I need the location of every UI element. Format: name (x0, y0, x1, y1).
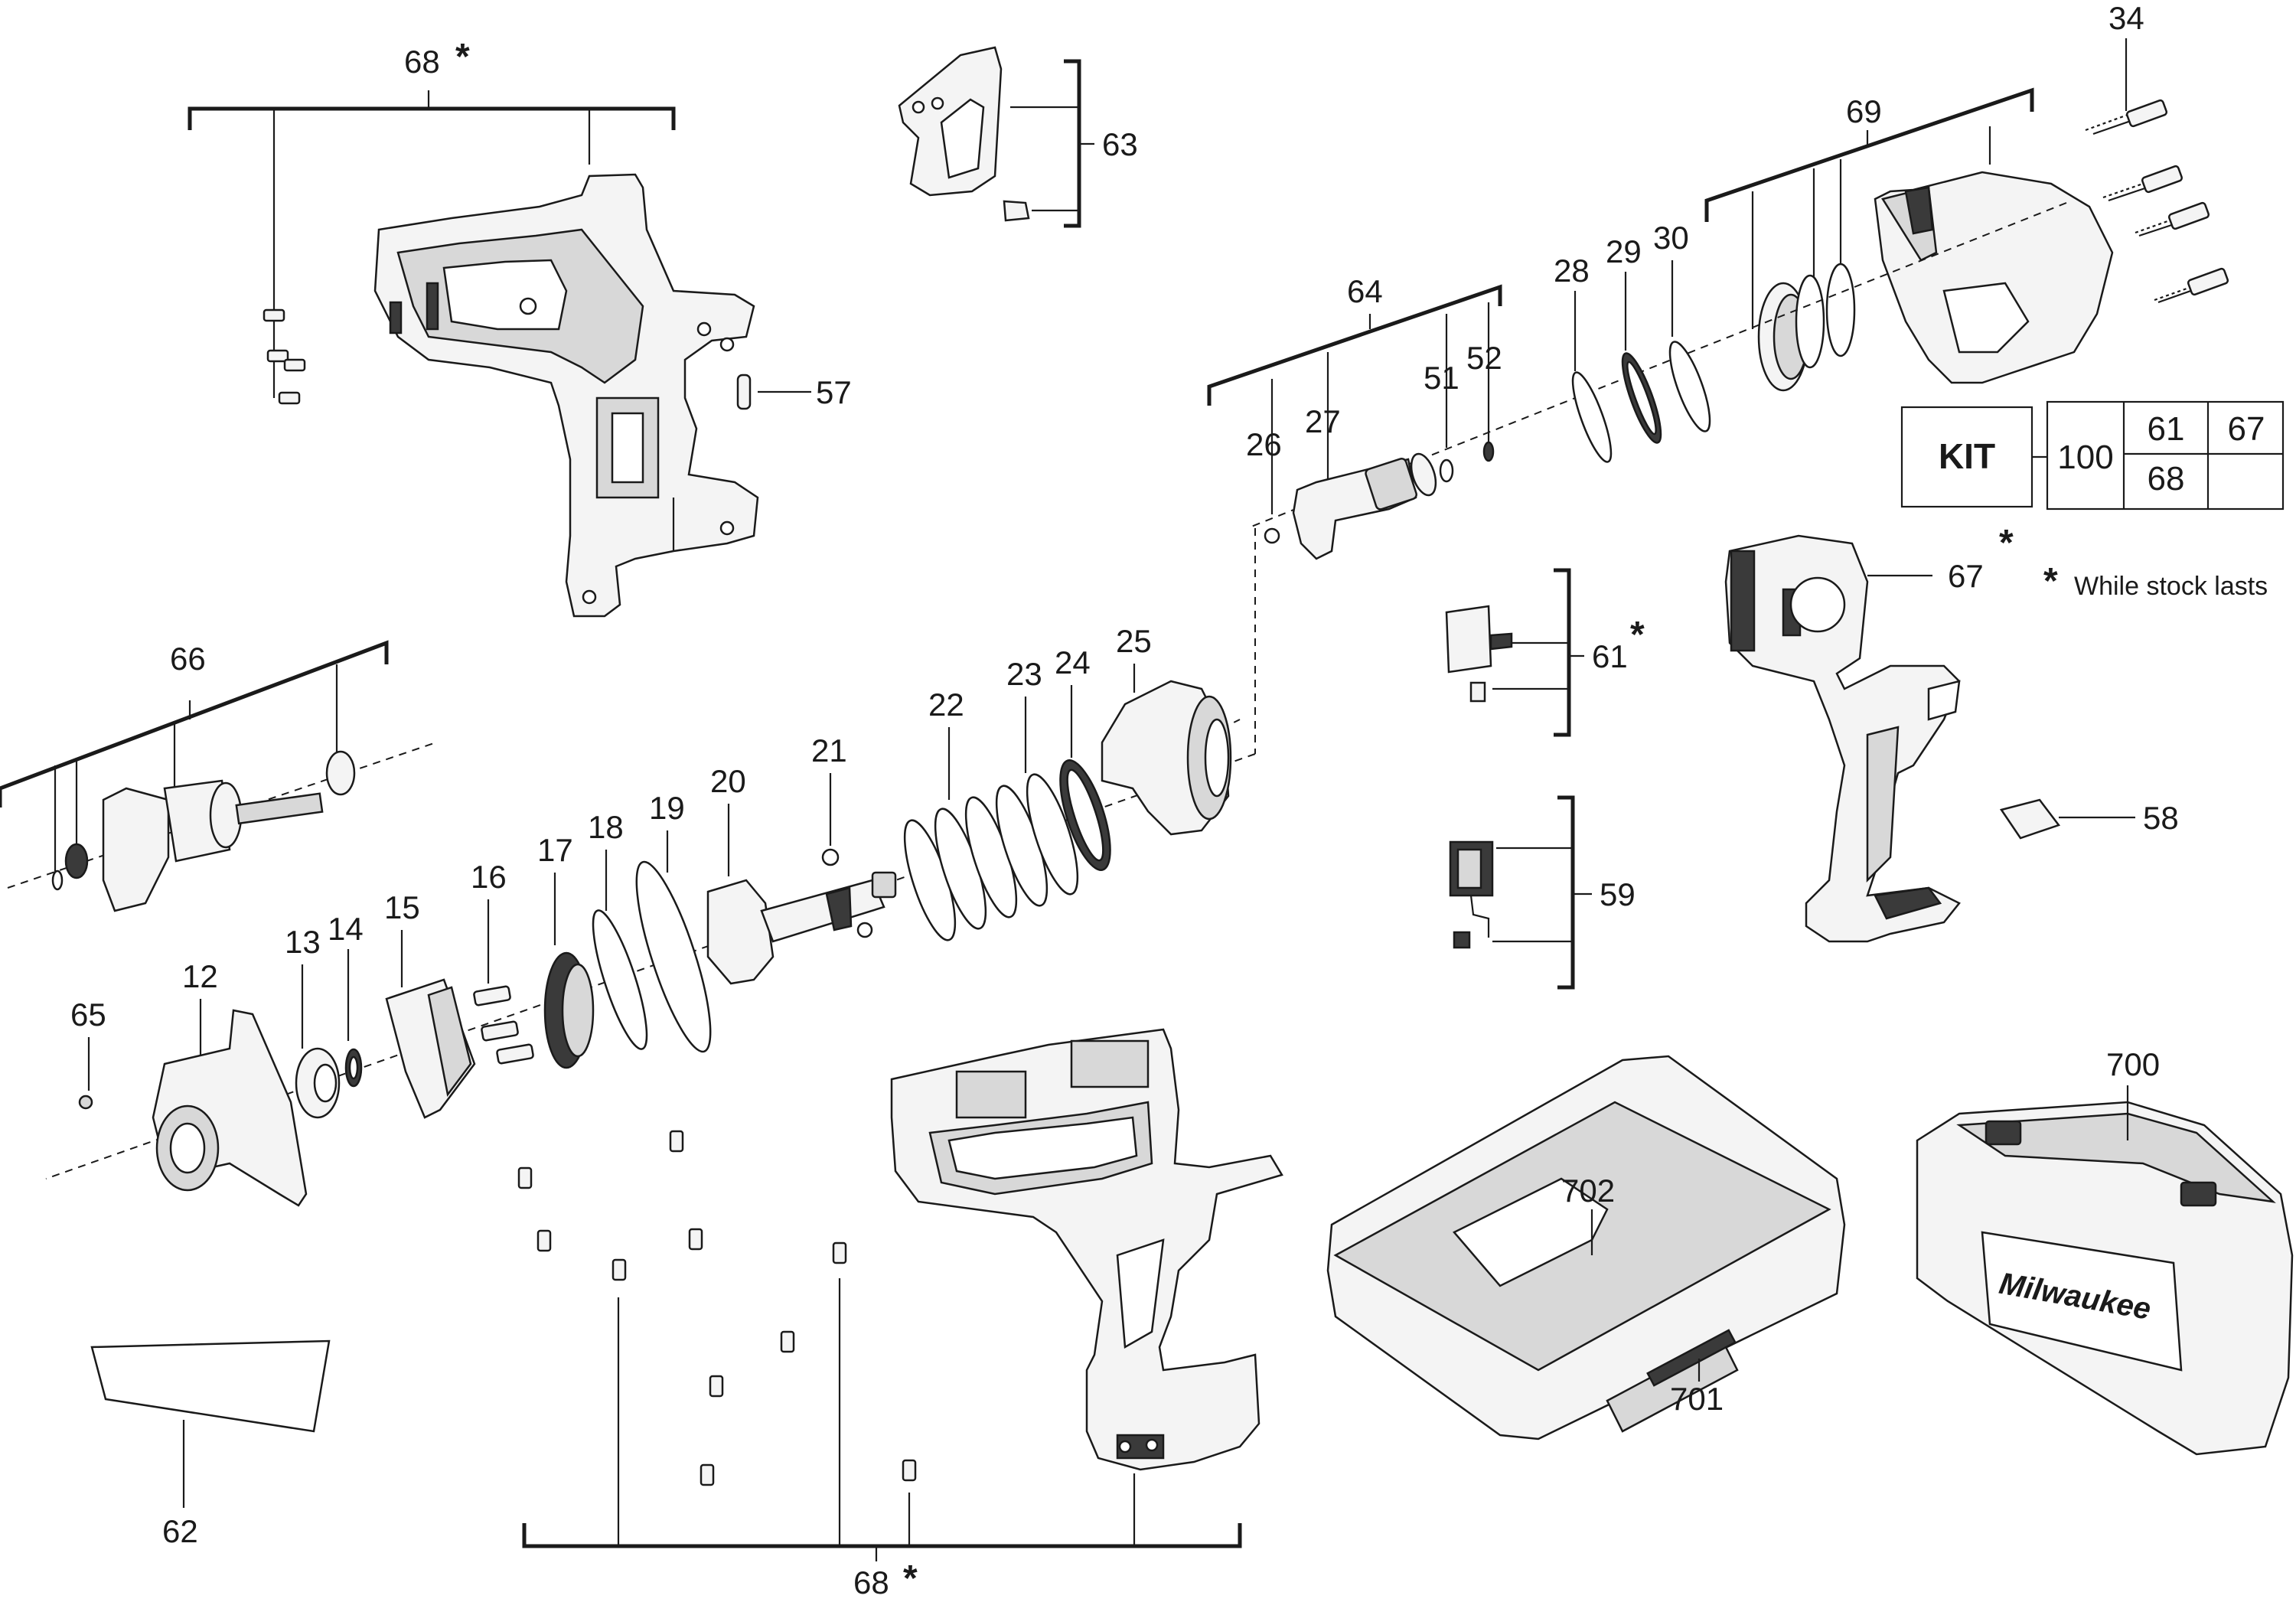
part-label-63: 63 (1102, 126, 1138, 162)
spindle-gear-17: 17 (537, 832, 595, 1069)
part-label-51: 51 (1424, 360, 1459, 396)
part-label-16: 16 (471, 859, 507, 895)
screws-68 (517, 1130, 917, 1486)
part-label-68-bottom: 68 (853, 1564, 889, 1600)
screw-65: 65 (70, 997, 106, 1110)
part-label-12: 12 (182, 958, 218, 994)
bracket-68-bottom: 68 * (522, 1278, 1242, 1600)
part-label-18: 18 (588, 809, 624, 845)
part-label-21: 21 (811, 732, 847, 768)
part-label-15: 15 (384, 889, 420, 925)
gear-case-12: 12 (152, 958, 308, 1207)
part-label-25: 25 (1116, 623, 1152, 659)
ring-gear-15: 15 (384, 889, 476, 1119)
part-label-22: 22 (928, 687, 964, 723)
carrying-case-701: 702 701 (1326, 1055, 1846, 1440)
planet-gears-16: 16 (471, 859, 534, 1065)
part-label-23: 23 (1006, 656, 1042, 692)
belt-clip-63: 63 (898, 46, 1138, 228)
part-label-702: 702 (1561, 1173, 1615, 1209)
switch-61: 61 * (1445, 568, 1645, 737)
part-label-68: 68 (404, 44, 440, 80)
warning-label-62: 62 (90, 1339, 331, 1549)
washers-23-24: 23 24 (1006, 644, 1111, 871)
housing-left-half: 68 * (188, 37, 759, 618)
electronics-67: 67 * (1724, 523, 2014, 943)
part-label-62: 62 (162, 1513, 198, 1549)
note-text: While stock lasts (2074, 572, 2268, 601)
led-59: 59 (1449, 795, 1636, 990)
carrying-case-700: Milwaukee 700 (1916, 1046, 2294, 1456)
stock-note: * While stock lasts (2043, 561, 2268, 602)
housing-right-half (890, 1028, 1283, 1471)
steel-balls-21: 21 (811, 732, 873, 938)
part-label-58: 58 (2143, 800, 2179, 836)
part-label-29: 29 (1606, 233, 1642, 269)
part-label-34: 34 (2108, 0, 2144, 36)
part-label-17: 17 (537, 832, 573, 868)
part-label-57: 57 (816, 374, 852, 410)
anvil-group-64: 64 26 27 51 52 (1207, 273, 1502, 560)
kit-item-68: 68 (2148, 460, 2185, 498)
kit-item-67: 67 (2228, 410, 2265, 448)
part-label-59: 59 (1600, 876, 1636, 912)
cam-cover-25: 25 (1101, 623, 1232, 836)
pin-57: 57 (736, 374, 852, 410)
note-asterisk: * (2043, 561, 2058, 602)
part-label-61: 61 (1592, 638, 1628, 674)
part-label-30: 30 (1653, 220, 1689, 256)
part-label-700: 700 (2106, 1046, 2160, 1082)
kit-table: KIT 100 61 67 68 (1900, 400, 2285, 511)
bearing-13-14: 13 14 (285, 911, 364, 1119)
part-label-65: 65 (70, 997, 106, 1033)
motor-66: 66 (0, 640, 437, 912)
kit-number: 100 (2057, 439, 2113, 476)
spring-22: 22 (903, 687, 1079, 941)
part-label-67: 67 (1948, 558, 1984, 594)
part-label-19: 19 (649, 790, 685, 826)
part-label-24: 24 (1055, 644, 1091, 680)
seal-washer-18-19: 18 19 (588, 790, 712, 1053)
part-label-26: 26 (1246, 426, 1282, 462)
part-label-66: 66 (170, 641, 206, 677)
asterisk-68: * (455, 37, 470, 77)
label-plate-58: 58 (1999, 798, 2179, 840)
part-label-701: 701 (1670, 1381, 1724, 1417)
kit-item-61: 61 (2148, 410, 2185, 448)
asterisk-61: * (1630, 615, 1645, 655)
screws-34: 34 (2085, 0, 2229, 304)
part-label-27: 27 (1305, 403, 1341, 439)
asterisk-67: * (1999, 523, 2014, 563)
rings-28-29-30: 28 29 30 (1554, 220, 1711, 463)
nose-cover-69: 69 (1704, 87, 2114, 392)
part-label-64: 64 (1347, 273, 1383, 309)
part-label-20: 20 (710, 763, 746, 799)
part-label-52: 52 (1466, 340, 1502, 376)
part-label-28: 28 (1554, 253, 1590, 289)
asterisk-68-bottom: * (903, 1558, 918, 1599)
hammer-20: 20 (706, 763, 897, 985)
part-label-14: 14 (328, 911, 364, 947)
small-pins (263, 308, 306, 405)
part-label-69: 69 (1846, 93, 1882, 129)
kit-title: KIT (1939, 436, 1995, 476)
part-label-13: 13 (285, 924, 321, 960)
